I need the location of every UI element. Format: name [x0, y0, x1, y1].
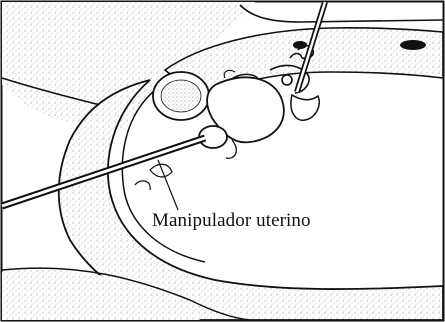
- manipulator-label: Manipulador uterino: [152, 210, 311, 232]
- ovary-small: [282, 75, 292, 85]
- upper-curve-line: [240, 5, 443, 22]
- adnexa-cluster: [291, 95, 319, 120]
- bladder-inner: [161, 80, 201, 112]
- dark-lumen-mark: [400, 40, 426, 50]
